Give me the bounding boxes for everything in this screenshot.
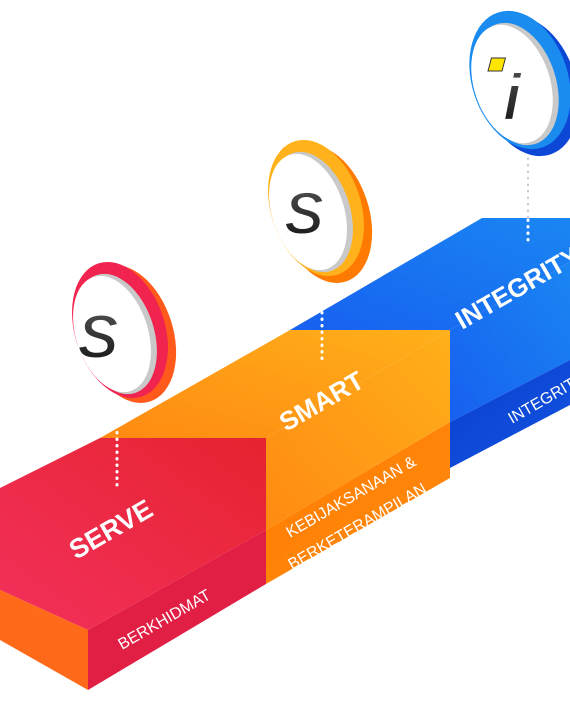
smart-badge: S (252, 128, 389, 296)
smart-badge-letter: S (284, 180, 324, 247)
serve-badge: S (56, 250, 193, 416)
integrity-badge: i (452, 0, 570, 169)
integrity-badge-letter: i (503, 60, 523, 134)
step-serve (0, 438, 266, 690)
serve-badge-letter: S (77, 303, 118, 372)
